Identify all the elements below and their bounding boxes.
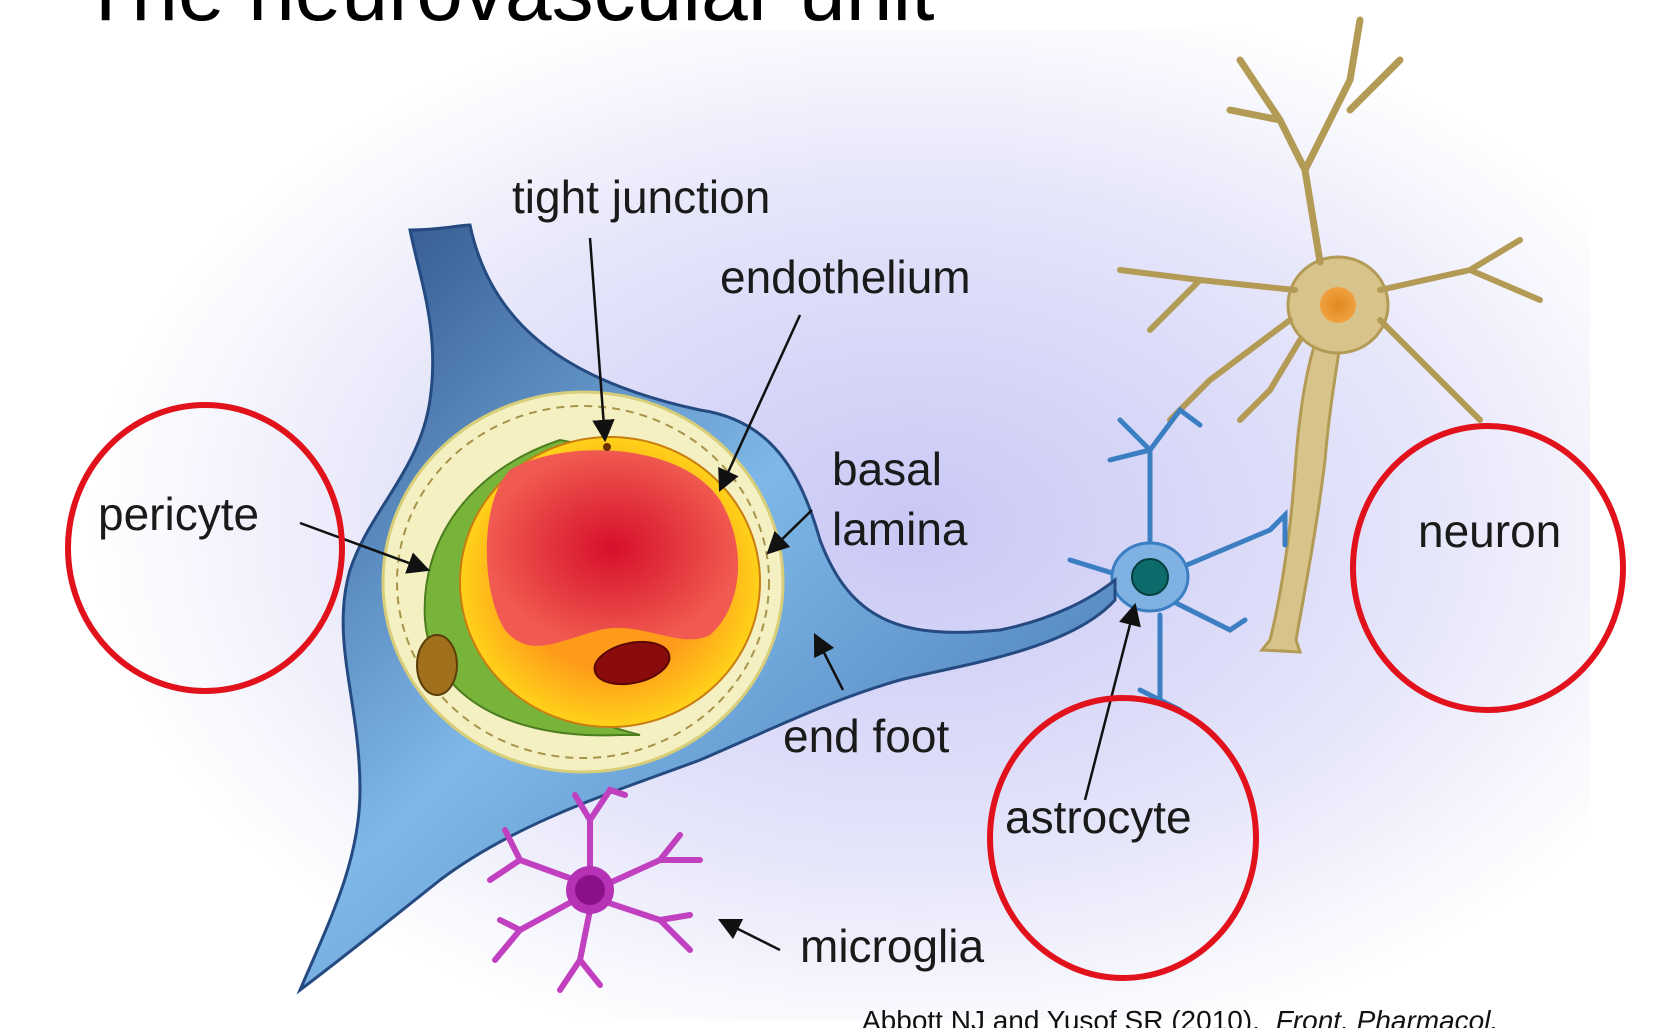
label-end-foot: end foot (783, 710, 949, 762)
vessel-lumen (487, 450, 738, 646)
neuron-nucleus (1320, 287, 1356, 323)
citation-authors: Abbott NJ and Yusof SR (2010). (862, 1005, 1260, 1028)
label-microglia: microglia (800, 920, 984, 972)
citation: Abbott NJ and Yusof SR (2010). Front. Ph… (862, 1005, 1498, 1028)
label-neuron: neuron (1418, 505, 1561, 557)
label-pericyte: pericyte (98, 488, 259, 540)
label-endothelium: endothelium (720, 251, 971, 303)
label-basal-lamina-line1: basal (832, 443, 942, 495)
label-tight-junction: tight junction (512, 171, 770, 223)
label-astrocyte: astrocyte (1005, 791, 1192, 843)
label-basal-lamina-line2: lamina (832, 503, 968, 555)
citation-journal: Front. Pharmacol. (1276, 1005, 1499, 1028)
pericyte-nucleus (417, 635, 457, 695)
astrocyte-nucleus (1132, 559, 1168, 595)
tight-junction-mark (603, 443, 611, 451)
page-title: The neurovascular unit (80, 0, 934, 38)
microglia-nucleus (575, 875, 605, 905)
